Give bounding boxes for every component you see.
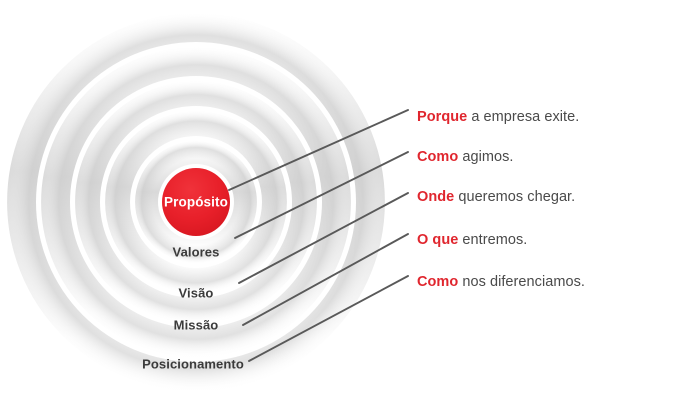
- callout-1: Porque a empresa exite.: [417, 109, 579, 125]
- callout-5-keyword: Como: [417, 274, 459, 290]
- callout-5: Como nos diferenciamos.: [417, 274, 585, 290]
- callout-1-rest: a empresa exite.: [467, 109, 580, 125]
- callout-2-keyword: Como: [417, 149, 459, 165]
- connector-line-2: [234, 151, 409, 239]
- rings-group: [4, 10, 388, 394]
- connector-line-5: [248, 275, 409, 362]
- callout-4-rest: entremos.: [458, 232, 528, 248]
- connector-line-3: [238, 192, 409, 284]
- callout-2: Como agimos.: [417, 149, 513, 165]
- callout-5-rest: nos diferenciamos.: [458, 274, 585, 290]
- center-circle: [162, 168, 230, 236]
- callout-4-keyword: O que: [417, 232, 459, 248]
- callout-1-keyword: Porque: [417, 109, 468, 125]
- connector-line-4: [242, 233, 409, 326]
- callout-4: O que entremos.: [417, 232, 527, 248]
- connector-line-1: [228, 109, 409, 191]
- callout-3-rest: queremos chegar.: [454, 189, 576, 205]
- callout-3: Onde queremos chegar.: [417, 189, 575, 205]
- callout-3-keyword: Onde: [417, 189, 455, 205]
- callout-2-rest: agimos.: [458, 149, 514, 165]
- connector-lines: [228, 109, 409, 362]
